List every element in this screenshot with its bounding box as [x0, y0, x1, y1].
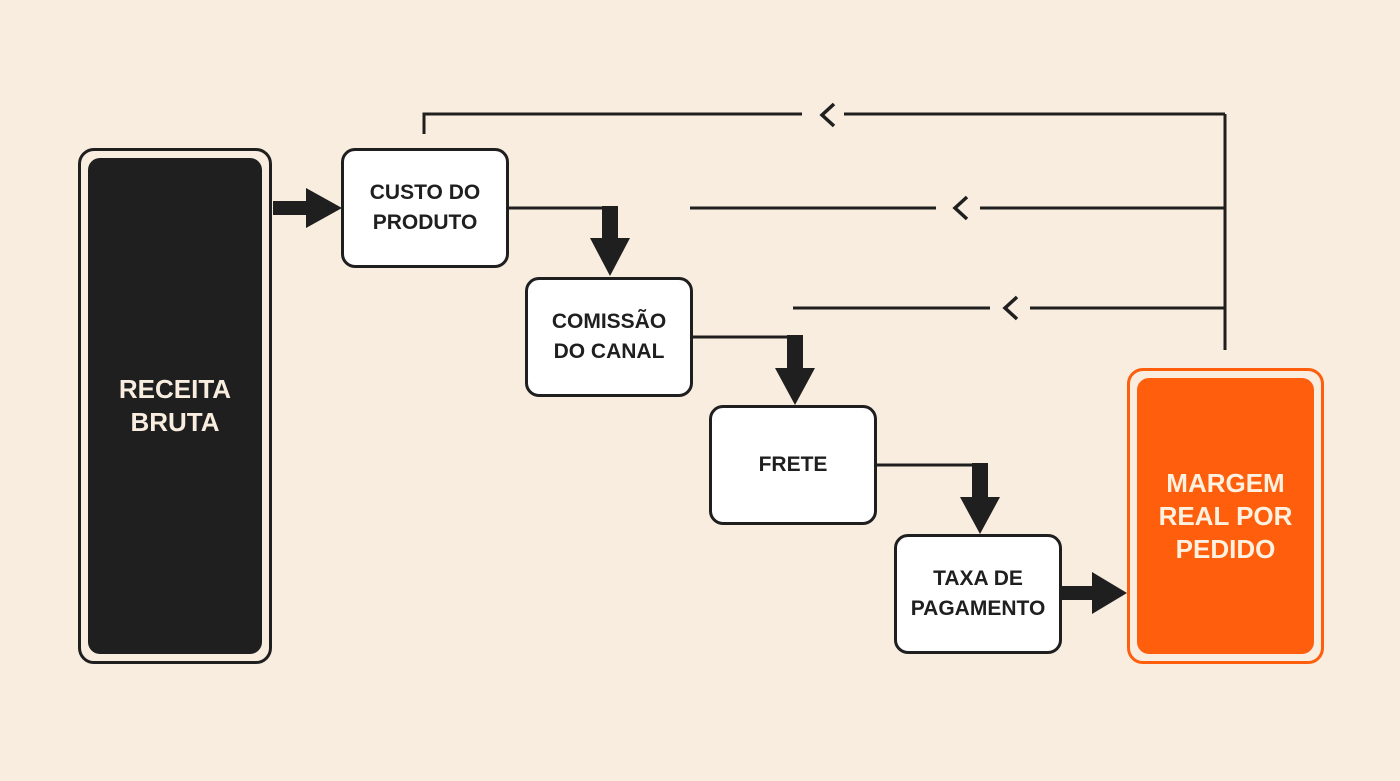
feedback-line-to-frete	[793, 295, 1225, 321]
arrow-taxa-to-margem	[1062, 572, 1127, 614]
receita-bruta-box: RECEITA BRUTA	[88, 158, 262, 654]
frete-label: FRETE	[758, 453, 828, 476]
feedback-line-to-comissao	[690, 195, 1225, 221]
arrow-comissao-to-frete	[692, 335, 815, 405]
taxa-de-pagamento-box: TAXA DE PAGAMENTO	[894, 534, 1062, 654]
chevron-left-icon	[819, 102, 836, 128]
comissao-do-canal-label: COMISSÃO DO CANAL	[551, 310, 667, 363]
chevron-left-icon	[1002, 295, 1019, 321]
margem-real-label: MARGEM REAL POR PEDIDO	[1158, 467, 1293, 564]
arrow-receita-to-custo	[273, 188, 342, 228]
chevron-left-icon	[952, 195, 969, 221]
arrow-frete-to-taxa	[876, 463, 1000, 534]
comissao-do-canal-box: COMISSÃO DO CANAL	[525, 277, 693, 397]
custo-do-produto-label: CUSTO DO PRODUTO	[369, 181, 481, 234]
arrow-custo-to-comissao	[508, 206, 630, 276]
frete-box: FRETE	[709, 405, 877, 525]
receita-bruta-label: RECEITA BRUTA	[118, 374, 232, 437]
taxa-de-pagamento-label: TAXA DE PAGAMENTO	[910, 567, 1046, 620]
custo-do-produto-box: CUSTO DO PRODUTO	[341, 148, 509, 268]
feedback-line-to-custo	[422, 102, 1225, 134]
margem-real-box: MARGEM REAL POR PEDIDO	[1137, 378, 1314, 654]
